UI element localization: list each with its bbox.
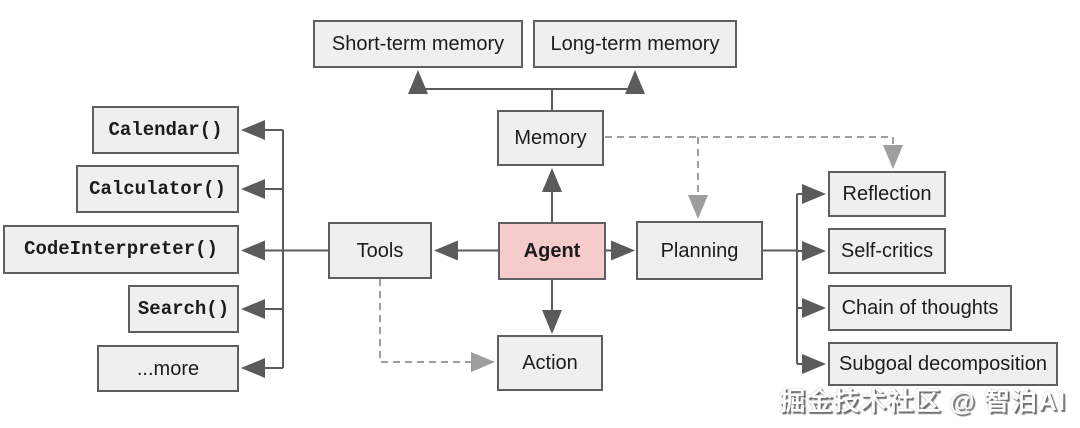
node-short-term-memory: Short-term memory (313, 20, 523, 68)
node-calculator-tool: Calculator() (76, 165, 239, 213)
node-reflection: Reflection (828, 171, 946, 217)
node-memory: Memory (497, 110, 604, 166)
node-self-critics: Self-critics (828, 228, 946, 274)
node-planning: Planning (636, 221, 763, 280)
node-chain-of-thoughts: Chain of thoughts (828, 285, 1012, 331)
node-tools: Tools (328, 222, 432, 279)
node-agent: Agent (498, 222, 606, 280)
node-more-tools: ...more (97, 345, 239, 392)
node-calendar-tool: Calendar() (92, 106, 239, 154)
node-subgoal-decomposition: Subgoal decomposition (828, 342, 1058, 386)
watermark: 掘金技术社区 @ 智泊AI (779, 386, 1066, 416)
node-action: Action (497, 335, 603, 391)
node-codeinterpreter-tool: CodeInterpreter() (3, 225, 239, 274)
node-long-term-memory: Long-term memory (533, 20, 737, 68)
node-search-tool: Search() (128, 285, 239, 333)
dashed-arrow-tools-to-action (379, 279, 495, 372)
